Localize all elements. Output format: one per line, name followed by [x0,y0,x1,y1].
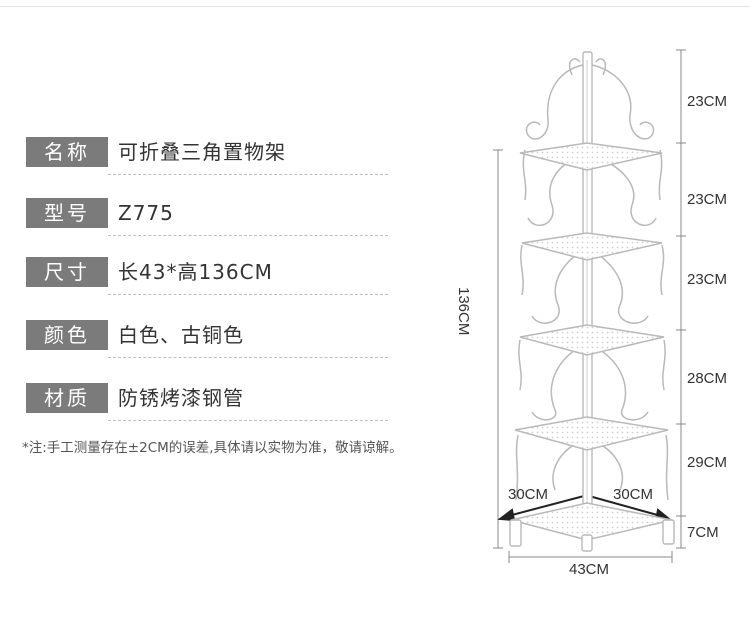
height-section-6: 7CM [687,524,719,541]
dashed-divider [108,420,388,421]
spec-value: 防锈烤漆钢管 [118,386,244,410]
height-section-1: 23CM [687,93,728,110]
dimension-lines [493,49,686,563]
spec-label: 尺寸 [26,257,108,287]
spec-value: 白色、古铜色 [118,323,244,347]
dashed-divider [108,294,388,295]
spec-row-material: 材质 防锈烤漆钢管 [26,383,388,421]
dashed-divider [108,235,388,236]
height-section-3: 23CM [687,271,728,288]
height-section-2: 23CM [687,191,728,208]
spec-label: 型号 [26,198,108,228]
spec-value: Z775 [118,201,174,225]
top-divider [0,6,750,7]
spec-row-size: 尺寸 长43*高136CM [26,257,388,295]
right-side-label: 30CM [613,486,654,503]
height-section-5: 29CM [687,454,728,471]
spec-label: 名称 [26,137,108,167]
shelf-feet [509,519,675,552]
total-height-label: 136CM [455,287,472,336]
measurement-note: *注:手工测量存在±2CM的误差,具体请以实物为准，敬请谅解。 [22,440,403,456]
height-section-4: 28CM [687,370,728,387]
width-label: 43CM [569,561,610,578]
spec-value: 长43*高136CM [118,260,273,284]
spec-row-color: 颜色 白色、古铜色 [26,320,388,358]
side-arrows [497,495,672,522]
spec-label: 颜色 [26,320,108,350]
shelves [510,142,673,541]
spec-value: 可折叠三角置物架 [118,140,286,164]
spec-row-model: 型号 Z775 [26,198,388,236]
spec-label: 材质 [26,383,108,413]
left-side-label: 30CM [508,486,549,503]
dashed-divider [108,357,388,358]
dashed-divider [108,174,388,175]
spec-row-name: 名称 可折叠三角置物架 [26,137,388,175]
